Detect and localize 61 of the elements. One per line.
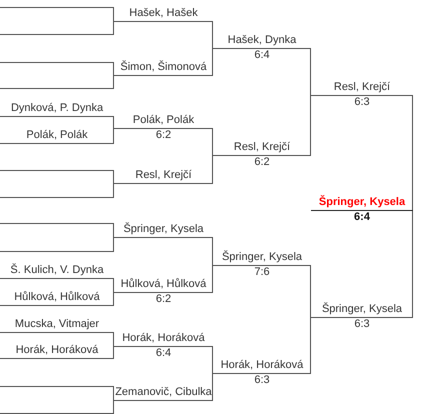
bracket-connector: [212, 237, 213, 266]
team-name: Polák, Polák: [26, 129, 88, 142]
team-name: Horák, Horáková: [220, 359, 304, 372]
team-name: Resl, Krejčí: [135, 169, 192, 182]
bracket-connector: [113, 278, 114, 293]
bracket-connector: [310, 95, 311, 156]
bracket-connector: [412, 95, 413, 211]
team-name: Horák, Horáková: [122, 332, 205, 345]
team-name: Špringer, Kysela: [222, 251, 302, 264]
bracket-connector: [113, 183, 114, 198]
team-name: Dynková, P. Dynka: [10, 102, 104, 115]
score: 6:3: [254, 374, 270, 387]
bracket-connector: [113, 75, 114, 89]
bracket-connector: [310, 265, 311, 318]
bracket-connector: [113, 21, 114, 35]
bracket-connector: [212, 265, 213, 293]
team-name: Mucska, Vitmajer: [14, 318, 100, 331]
bracket-connector: [212, 346, 213, 374]
winner-name: Špringer, Kysela: [318, 196, 406, 209]
team-name: Hašek, Dynka: [228, 34, 296, 47]
team-name: Zemanovič, Cibulka: [115, 386, 212, 399]
bracket-connector: [212, 373, 213, 401]
score: 6:2: [156, 129, 172, 142]
bracket-connector: [310, 48, 311, 96]
score: 6:3: [354, 96, 370, 109]
team-name: Horák, Horáková: [16, 344, 98, 357]
bracket-connector: [113, 237, 114, 252]
score: 6:2: [254, 156, 270, 169]
bracket-connector: [212, 48, 213, 76]
bracket-connector: [412, 210, 413, 318]
bracket-connector: [113, 346, 114, 359]
bracket-connector: [113, 170, 114, 184]
score: 6:4: [156, 347, 172, 360]
bracket-connector: [212, 21, 213, 49]
team-name: Resl, Krejčí: [234, 141, 290, 154]
score: 7:6: [254, 266, 270, 279]
bracket-connector: [212, 128, 213, 156]
team-name: Š. Kulich, V. Dynka: [10, 264, 104, 277]
team-name: Špringer, Kysela: [322, 303, 402, 316]
team-name: Hůlková, Hůlková: [120, 278, 206, 291]
team-name: Resl, Krejčí: [334, 81, 390, 94]
final-score: 6:4: [354, 211, 370, 224]
bracket-connector: [113, 400, 114, 414]
bracket-connector: [113, 386, 114, 401]
team-name: Šimon, Šimonová: [120, 61, 207, 74]
team-name: Hůlková, Hůlková: [14, 291, 100, 304]
score: 6:4: [254, 49, 270, 62]
bracket-connector: [113, 62, 114, 76]
bracket-connector: [212, 155, 213, 184]
team-name: Hašek, Hašek: [129, 7, 198, 20]
team-name: Polák, Polák: [132, 114, 194, 127]
bracket-connector: [113, 292, 114, 306]
score: 6:2: [156, 293, 172, 306]
bracket-connector: [310, 317, 311, 374]
bracket-connector: [113, 128, 114, 144]
bracket-connector: [113, 116, 114, 129]
bracket-connector: [113, 332, 114, 347]
bracket-connector: [113, 7, 114, 22]
score: 6:3: [354, 318, 370, 331]
team-name: Špringer, Kysela: [123, 223, 204, 236]
bracket-connector: [113, 223, 114, 238]
